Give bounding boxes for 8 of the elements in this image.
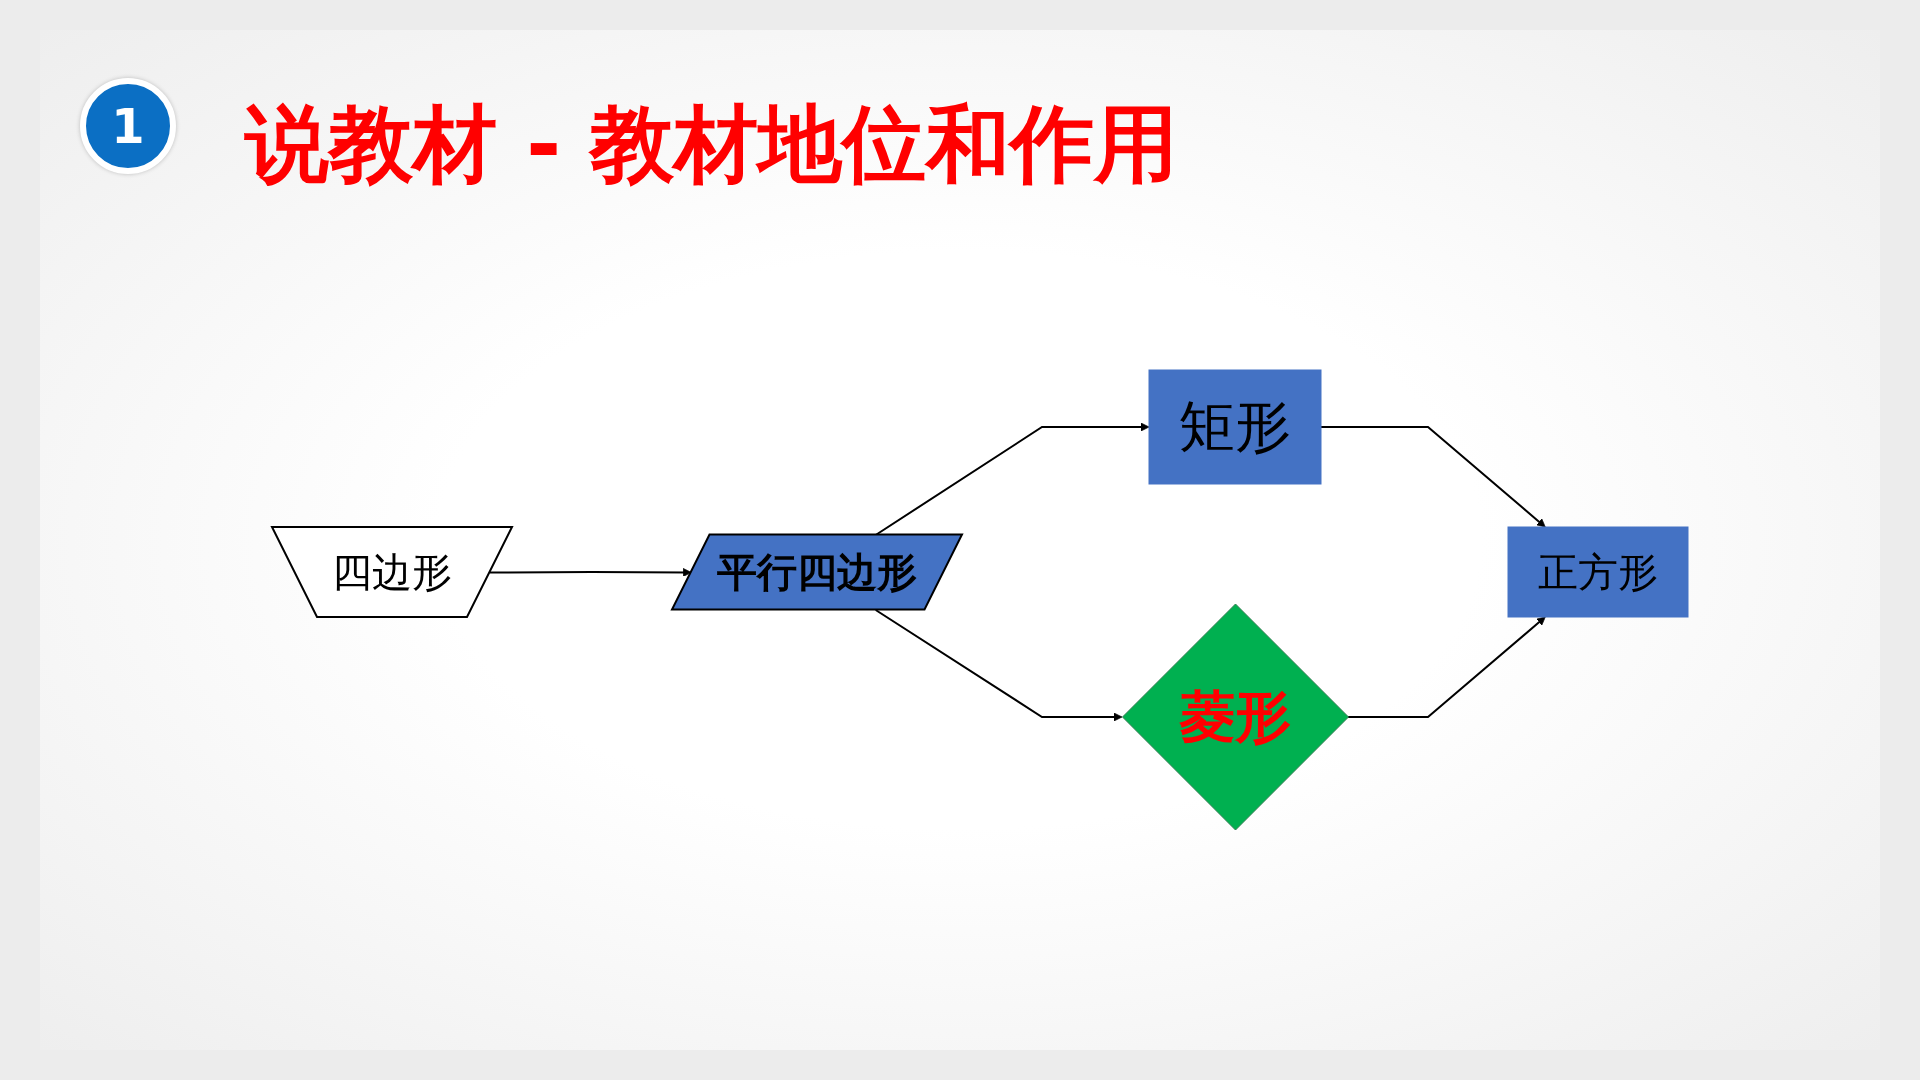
- arrow: [489, 568, 692, 577]
- slide-title: 说教材 - 教材地位和作用: [245, 94, 1179, 195]
- arrow: [874, 609, 1123, 722]
- node-box: 矩形: [1148, 369, 1322, 485]
- arrow: [1320, 426, 1546, 528]
- node-box: 正方形: [1507, 526, 1689, 618]
- node-diamond: 菱形: [1122, 603, 1349, 831]
- arrow: [1347, 616, 1546, 718]
